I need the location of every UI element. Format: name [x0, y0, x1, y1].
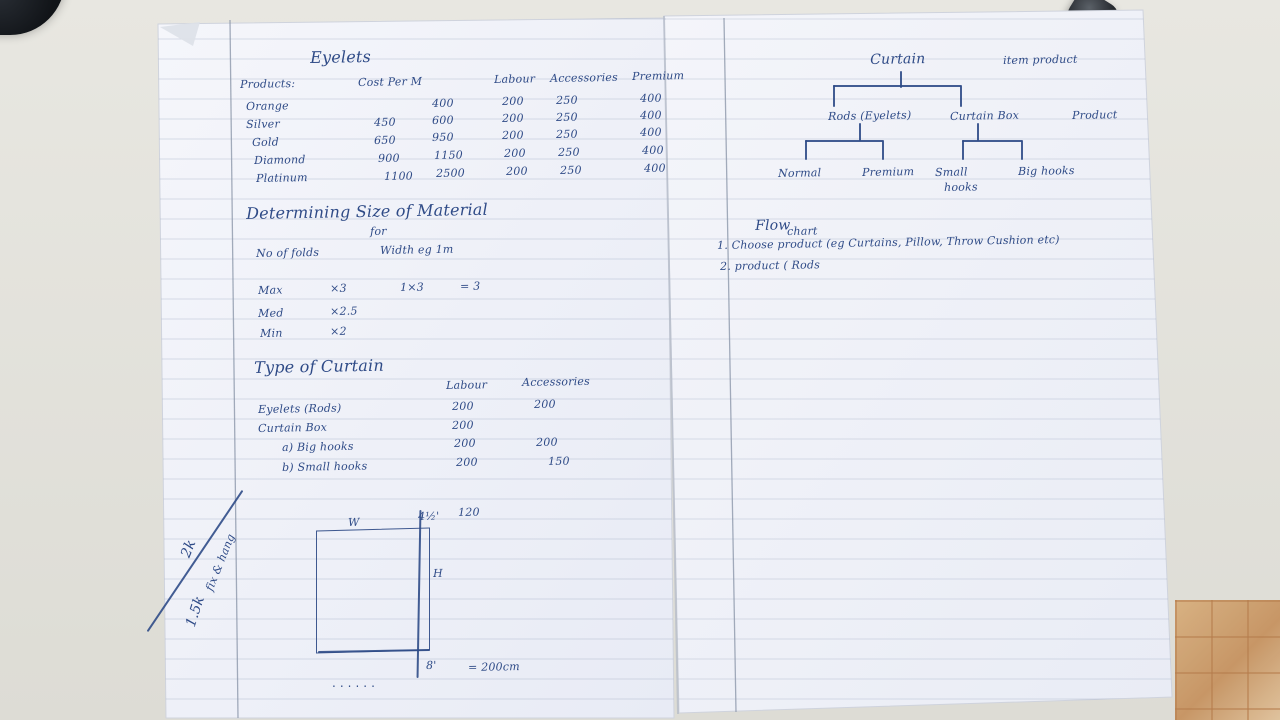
diamond-base: 900: [378, 151, 400, 165]
flow-step-1: 1. Choose product (eg Curtains, Pillow, …: [717, 233, 1060, 252]
gold-premium: 400: [640, 125, 662, 139]
max-equation: 1×3: [400, 280, 425, 294]
cost-header: Cost Per M: [358, 74, 423, 89]
tree-root-stem: [900, 71, 902, 88]
sketch-width-label: W: [348, 515, 360, 529]
product-diamond: Diamond: [254, 153, 306, 167]
right-page: Curtain item product Rods (Eyelets) Curt…: [665, 15, 1175, 705]
orange-cost: 400: [432, 96, 454, 110]
tree-leaf3-stem: [962, 140, 964, 160]
silver-premium: 400: [640, 108, 662, 122]
tree-left-stem: [833, 85, 835, 107]
type-big-hooks-labour: 200: [454, 436, 476, 450]
sketch-dotted-line: ......: [332, 676, 379, 690]
gold-labour: 200: [502, 128, 524, 142]
type-labour-header: Labour: [446, 378, 488, 392]
type-eyelets-accessories: 200: [534, 397, 556, 411]
platinum-labour: 200: [506, 164, 528, 178]
tree-right-stem: [960, 85, 962, 107]
max-label: Max: [258, 283, 283, 297]
accessories-header: Accessories: [550, 70, 619, 85]
diamond-cost: 1150: [434, 148, 464, 162]
section-curtain-title: Type of Curtain: [254, 355, 385, 377]
max-result: = 3: [460, 279, 481, 293]
width-label: Width eg 1m: [380, 242, 454, 257]
gold-cost: 950: [432, 130, 454, 144]
orange-accessories: 250: [556, 93, 578, 107]
product-silver: Silver: [246, 117, 280, 131]
flow-title-2: chart: [787, 224, 818, 238]
silver-labour: 200: [502, 111, 524, 125]
labour-header: Labour: [494, 72, 536, 86]
diamond-premium: 400: [642, 143, 664, 157]
window-sketch: [316, 527, 430, 654]
floor-tiles: [1175, 600, 1280, 720]
flow-title: Flow: [755, 217, 791, 234]
page-title: Eyelets: [310, 46, 372, 67]
sketch-top-measure-2: 120: [458, 505, 480, 519]
tree-right-note: Product: [1072, 108, 1118, 122]
side-note-2: 1.5k: [183, 593, 208, 629]
type-curtain-box: Curtain Box: [258, 420, 328, 435]
type-big-hooks-accessories: 200: [536, 435, 558, 449]
type-eyelets-labour: 200: [452, 399, 474, 413]
sketch-bottom-measure-2: = 200cm: [468, 660, 520, 674]
left-page: Eyelets Products: Cost Per M Labour Acce…: [146, 18, 684, 718]
tree-level1-bar: [833, 85, 961, 87]
product-platinum: Platinum: [256, 171, 308, 185]
tree-leaf-normal: Normal: [778, 166, 822, 180]
folds-label: No of folds: [256, 245, 320, 260]
products-header: Products:: [240, 77, 296, 91]
tree-right-child-bar: [962, 140, 1022, 142]
flow-step-2: 2. product ( Rods: [720, 258, 821, 273]
platinum-accessories: 250: [560, 163, 582, 177]
section-material-title: Determining Size of Material: [246, 199, 489, 223]
tree-leaf-small: Small: [935, 165, 968, 179]
platinum-cost: 2500: [436, 166, 466, 180]
type-small-hooks-labour: 200: [456, 455, 478, 469]
platinum-premium: 400: [644, 161, 666, 175]
tree-root: Curtain: [870, 51, 926, 68]
gold-accessories: 250: [556, 127, 578, 141]
type-accessories-header: Accessories: [522, 374, 591, 389]
tree-left-node: Rods (Eyelets): [828, 108, 912, 123]
tree-left-child-stem: [859, 123, 861, 141]
tree-leaf-small-hooks: hooks: [944, 180, 978, 194]
tree-leaf4-stem: [1021, 140, 1023, 160]
orange-labour: 200: [502, 94, 524, 108]
product-orange: Orange: [246, 99, 289, 113]
tree-leaf-premium: Premium: [862, 165, 915, 179]
silver-base: 450: [374, 115, 396, 129]
type-eyelets: Eyelets (Rods): [258, 401, 342, 416]
orange-premium: 400: [640, 91, 662, 105]
tree-right-child-stem: [977, 123, 979, 141]
platinum-base: 1100: [384, 169, 414, 183]
tree-right-node: Curtain Box: [950, 108, 1020, 123]
silver-cost: 600: [432, 113, 454, 127]
min-label: Min: [260, 326, 283, 340]
type-small-hooks-accessories: 150: [548, 454, 570, 468]
silver-accessories: 250: [556, 110, 578, 124]
tree-leaf1-stem: [805, 140, 807, 160]
tree-root-note: item product: [1003, 52, 1078, 67]
min-multiplier: ×2: [330, 324, 347, 338]
diamond-labour: 200: [504, 146, 526, 160]
med-multiplier: ×2.5: [330, 304, 358, 318]
med-label: Med: [258, 306, 284, 320]
gold-base: 650: [374, 133, 396, 147]
max-multiplier: ×3: [330, 281, 347, 295]
tree-leaf-big-hooks: Big hooks: [1018, 164, 1075, 178]
type-curtain-box-labour: 200: [452, 418, 474, 432]
sketch-height-label: H: [433, 566, 444, 580]
tree-left-child-bar: [805, 140, 883, 142]
type-small-hooks: b) Small hooks: [282, 459, 368, 474]
diamond-accessories: 250: [558, 145, 580, 159]
section-material-sub: for: [370, 224, 387, 238]
type-big-hooks: a) Big hooks: [282, 439, 354, 454]
tree-leaf2-stem: [882, 140, 884, 160]
product-gold: Gold: [252, 135, 280, 149]
sketch-bottom-measure: 8': [426, 658, 437, 672]
